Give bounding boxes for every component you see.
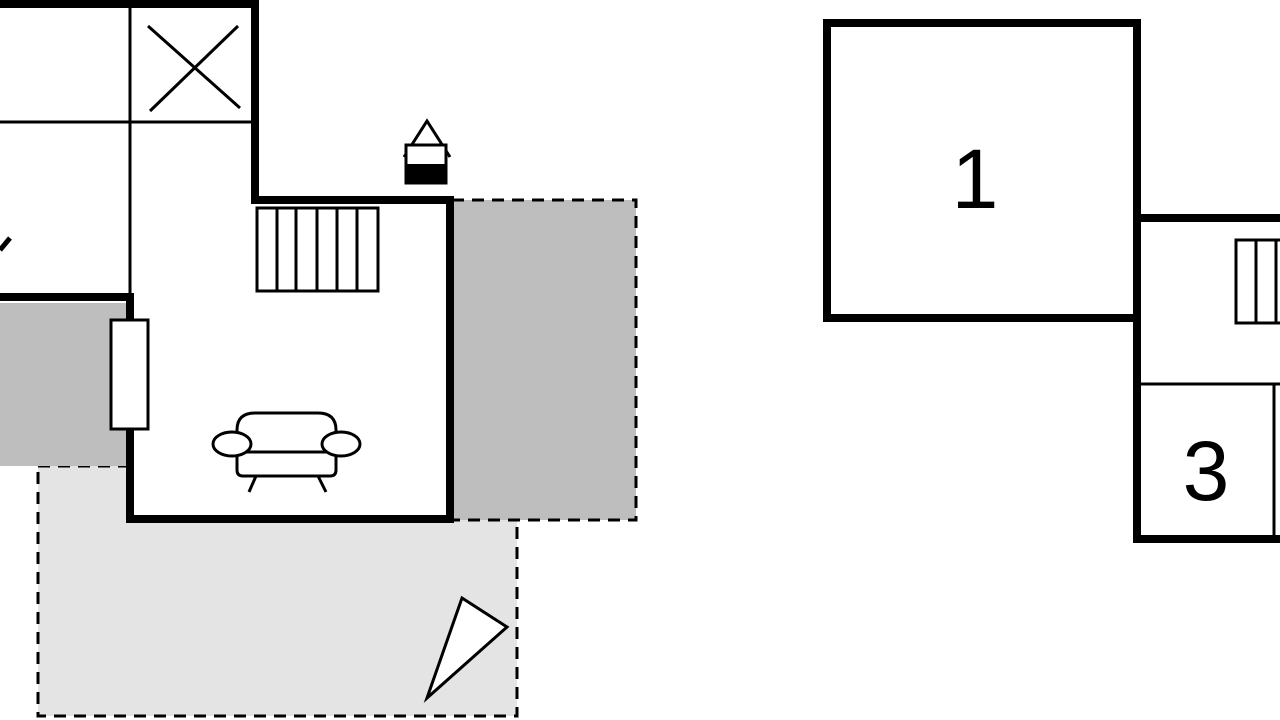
internal-walls: [0, 0, 255, 300]
room-3-label: 3: [1183, 424, 1230, 518]
stairs-icon: [255, 206, 380, 293]
door-icon: [109, 318, 150, 431]
well-icon: [402, 118, 452, 185]
north-arrow-icon: [423, 595, 510, 703]
room-floor: [0, 0, 450, 519]
shaft-x-icon: [147, 24, 241, 113]
armchair-icon: [211, 411, 362, 493]
stairs-icon-right: [1234, 238, 1280, 325]
terrace-dark-left: [0, 303, 126, 466]
room-1: [823, 19, 1141, 322]
door-swing-mark: [0, 236, 12, 252]
room-1-label: 1: [952, 132, 999, 226]
right-walls: [1133, 214, 1280, 543]
terrace-dark-right: [450, 198, 638, 522]
